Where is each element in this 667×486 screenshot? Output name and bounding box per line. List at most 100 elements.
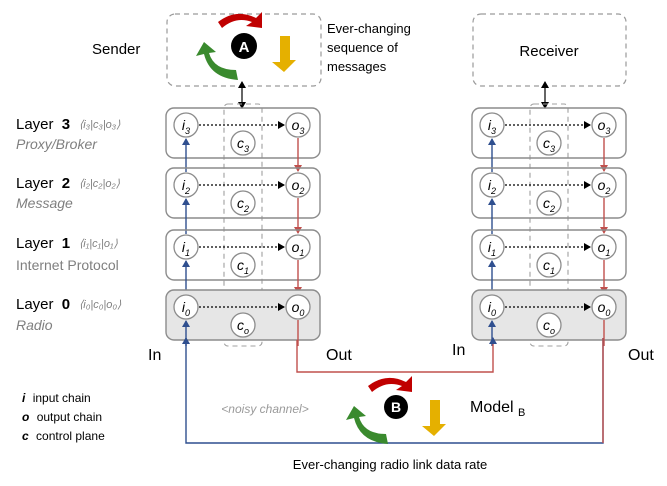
receiver-control-plane-column <box>529 103 569 347</box>
layer-3-prefix: Layer <box>16 116 54 133</box>
receiver-control-node-1 <box>536 252 562 278</box>
layer-2-name: Message <box>16 195 73 211</box>
svg-text:Layer 1: Layer 1 <box>16 235 70 252</box>
sender-label: Sender <box>92 41 140 58</box>
left-out-label: Out <box>326 347 352 364</box>
receiver-output-node-label-2: o2 <box>598 177 611 196</box>
badge-a: A <box>231 33 257 59</box>
badge-a-letter: A <box>239 39 250 56</box>
layer-label-0: Layer 0 ⟨i₀|c₀|o₀⟩ Radio <box>16 296 122 333</box>
sender-note-line-2: sequence of <box>327 40 398 55</box>
layer-label-1: Layer 1 ⟨i₁|c₁|o₁⟩ Internet Protocol <box>16 235 119 273</box>
receiver-input-node-label-1: i1 <box>488 239 496 258</box>
layer-1-prefix: Layer <box>16 235 54 252</box>
radio-link-rate-label: Ever-changing radio link data rate <box>293 457 487 472</box>
sender-layer-1-box <box>165 229 321 281</box>
cycle-arrows-b-icon <box>346 376 446 444</box>
legend-text-o: output chain <box>37 410 102 424</box>
layer-1-name: Internet Protocol <box>16 257 119 273</box>
cycle-arrows-a-icon <box>196 12 296 80</box>
receiver-output-node-3 <box>591 112 617 138</box>
receiver-control-node-3 <box>536 130 562 156</box>
sender-protocol-stack: i3 o3 c3 i2 o2 c2 i1 o1 c1 i0 o0 co <box>165 103 321 347</box>
receiver-output-node-label-1: o1 <box>598 239 611 258</box>
left-in-label: In <box>148 347 161 364</box>
legend-key-c: c <box>22 429 29 443</box>
channel-to-input-wire <box>182 337 604 444</box>
model-label: Model B <box>470 399 525 419</box>
layer-label-3: Layer 3 ⟨i₃|c₃|o₃⟩ Proxy/Broker <box>16 116 121 152</box>
receiver-input-node-3 <box>479 112 505 138</box>
legend-key-i: i <box>22 391 26 405</box>
receiver-control-node-label-0: co <box>543 317 555 336</box>
sender-output-node-2 <box>285 172 311 198</box>
receiver-input-node-label-0: i0 <box>488 299 496 318</box>
receiver-layer-1-box <box>471 229 627 281</box>
receiver-control-node-2 <box>536 190 562 216</box>
sender-input-node-1 <box>173 234 199 260</box>
sender-control-node-label-0: co <box>237 317 249 336</box>
badge-b: B <box>384 395 408 419</box>
sender-control-node-3 <box>230 130 256 156</box>
layer-label-2: Layer 2 ⟨i₂|c₂|o₂⟩ Message <box>16 175 121 211</box>
svg-text:i input chain: i input chain <box>22 391 91 405</box>
output-to-channel-wire <box>296 337 497 373</box>
layer-0-number: 0 <box>62 296 70 313</box>
sender-control-node-label-1: c1 <box>237 257 249 276</box>
svg-text:Layer 3: Layer 3 <box>16 116 70 133</box>
receiver-input-node-2 <box>479 172 505 198</box>
receiver-input-node-label-2: i2 <box>488 177 496 196</box>
svg-text:o output chain: o output chain <box>22 410 102 424</box>
model-label-sub: B <box>518 407 525 419</box>
model-label-main: Model <box>470 399 514 416</box>
layer-1-number: 1 <box>62 235 70 252</box>
receiver-control-node-label-3: c3 <box>543 135 555 154</box>
noisy-channel-label: <noisy channel> <box>221 402 308 416</box>
layer-1-tuple: ⟨i₁|c₁|o₁⟩ <box>79 238 118 250</box>
receiver-control-node-label-1: c1 <box>543 257 555 276</box>
receiver-input-node-0 <box>479 294 505 320</box>
right-out-label: Out <box>628 347 654 364</box>
layer-0-prefix: Layer <box>16 296 54 313</box>
receiver-output-node-label-0: o0 <box>598 299 611 318</box>
receiver-output-node-label-3: o3 <box>598 117 611 136</box>
svg-text:c control plane: c control plane <box>22 429 105 443</box>
layer-2-prefix: Layer <box>16 175 54 192</box>
sender-control-plane-column <box>223 103 263 347</box>
sender-input-node-label-0: i0 <box>182 299 190 318</box>
receiver-input-node-label-3: i3 <box>488 117 496 136</box>
sender-input-node-label-3: i3 <box>182 117 190 136</box>
sender-input-node-label-1: i1 <box>182 239 190 258</box>
layer-3-tuple: ⟨i₃|c₃|o₃⟩ <box>79 119 121 131</box>
layer-2-tuple: ⟨i₂|c₂|o₂⟩ <box>79 178 121 190</box>
sender-control-node-2 <box>230 190 256 216</box>
sender-output-node-label-1: o1 <box>292 239 305 258</box>
sender-input-node-3 <box>173 112 199 138</box>
sender-control-node-label-2: c2 <box>237 195 249 214</box>
receiver-layer-2-box <box>471 167 627 219</box>
layer-0-tuple: ⟨i₀|c₀|o₀⟩ <box>79 299 122 311</box>
sender-output-node-label-2: o2 <box>292 177 305 196</box>
legend-text-c: control plane <box>36 429 105 443</box>
sender-note-line-3: messages <box>327 59 387 74</box>
right-in-label: In <box>452 342 465 359</box>
sender-output-node-label-3: o3 <box>292 117 305 136</box>
receiver-label: Receiver <box>519 43 578 60</box>
svg-text:Layer 0: Layer 0 <box>16 296 70 313</box>
sender-control-node-label-3: c3 <box>237 135 249 154</box>
receiver-control-node-0 <box>536 312 562 338</box>
sender-output-node-label-0: o0 <box>292 299 305 318</box>
sender-output-node-0 <box>285 294 311 320</box>
sender-input-node-0 <box>173 294 199 320</box>
sender-input-node-label-2: i2 <box>182 177 190 196</box>
sender-box <box>166 13 322 87</box>
sender-input-node-2 <box>173 172 199 198</box>
sender-control-node-1 <box>230 252 256 278</box>
svg-text:Layer 2: Layer 2 <box>16 175 70 192</box>
legend: i input chain o output chain c control p… <box>22 391 105 443</box>
sender-layer-3-box <box>165 107 321 159</box>
legend-key-o: o <box>22 410 29 424</box>
sender-output-node-1 <box>285 234 311 260</box>
receiver-output-node-1 <box>591 234 617 260</box>
